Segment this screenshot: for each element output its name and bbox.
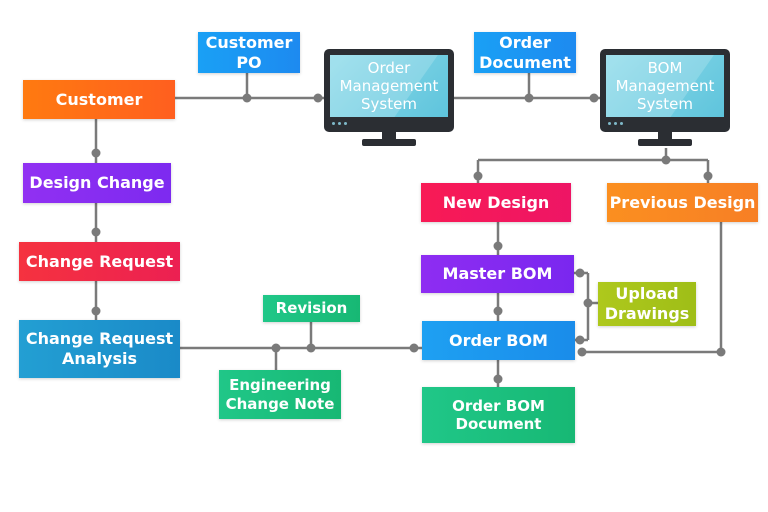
junction-dot	[91, 227, 101, 237]
junction-dot	[306, 343, 316, 353]
order-management-system-label: Order Management System	[339, 59, 439, 113]
master-bom-node: Master BOM	[421, 255, 574, 293]
bom-management-system-label: BOM Management System	[615, 59, 715, 113]
junction-dot	[313, 93, 323, 103]
customer-node: Customer	[23, 80, 175, 119]
previous-design-node: Previous Design	[607, 183, 758, 222]
junction-dot	[577, 347, 587, 357]
junction-dot	[524, 93, 534, 103]
junction-dot	[409, 343, 419, 353]
junction-dot	[271, 343, 281, 353]
design-change-node: Design Change	[23, 163, 171, 203]
junction-dot	[493, 241, 503, 251]
new-design-node: New Design	[421, 183, 571, 222]
junction-dot	[661, 155, 671, 165]
junction-dot	[91, 148, 101, 158]
junction-dot	[575, 335, 585, 345]
junction-dot	[575, 268, 585, 278]
bom-management-system-monitor: BOM Management System	[600, 49, 730, 149]
junction-dot	[493, 374, 503, 384]
junction-dot	[703, 171, 713, 181]
junction-dot	[91, 306, 101, 316]
engineering-change-note-node: Engineering Change Note	[219, 370, 341, 419]
junction-dot	[716, 347, 726, 357]
junction-dot	[589, 93, 599, 103]
change-request-node: Change Request	[19, 242, 180, 281]
upload-drawings-node: Upload Drawings	[598, 282, 696, 326]
junction-dot	[473, 171, 483, 181]
order-bom-node: Order BOM	[422, 321, 575, 360]
revision-node: Revision	[263, 295, 360, 322]
order-bom-document-node: Order BOM Document	[422, 387, 575, 443]
junction-dot	[583, 298, 593, 308]
customer-po-node: Customer PO	[198, 32, 300, 73]
order-document-node: Order Document	[474, 32, 576, 73]
order-management-system-monitor: Order Management System	[324, 49, 454, 149]
junction-dot	[493, 306, 503, 316]
junction-dot	[242, 93, 252, 103]
change-request-analysis-node: Change Request Analysis	[19, 320, 180, 378]
